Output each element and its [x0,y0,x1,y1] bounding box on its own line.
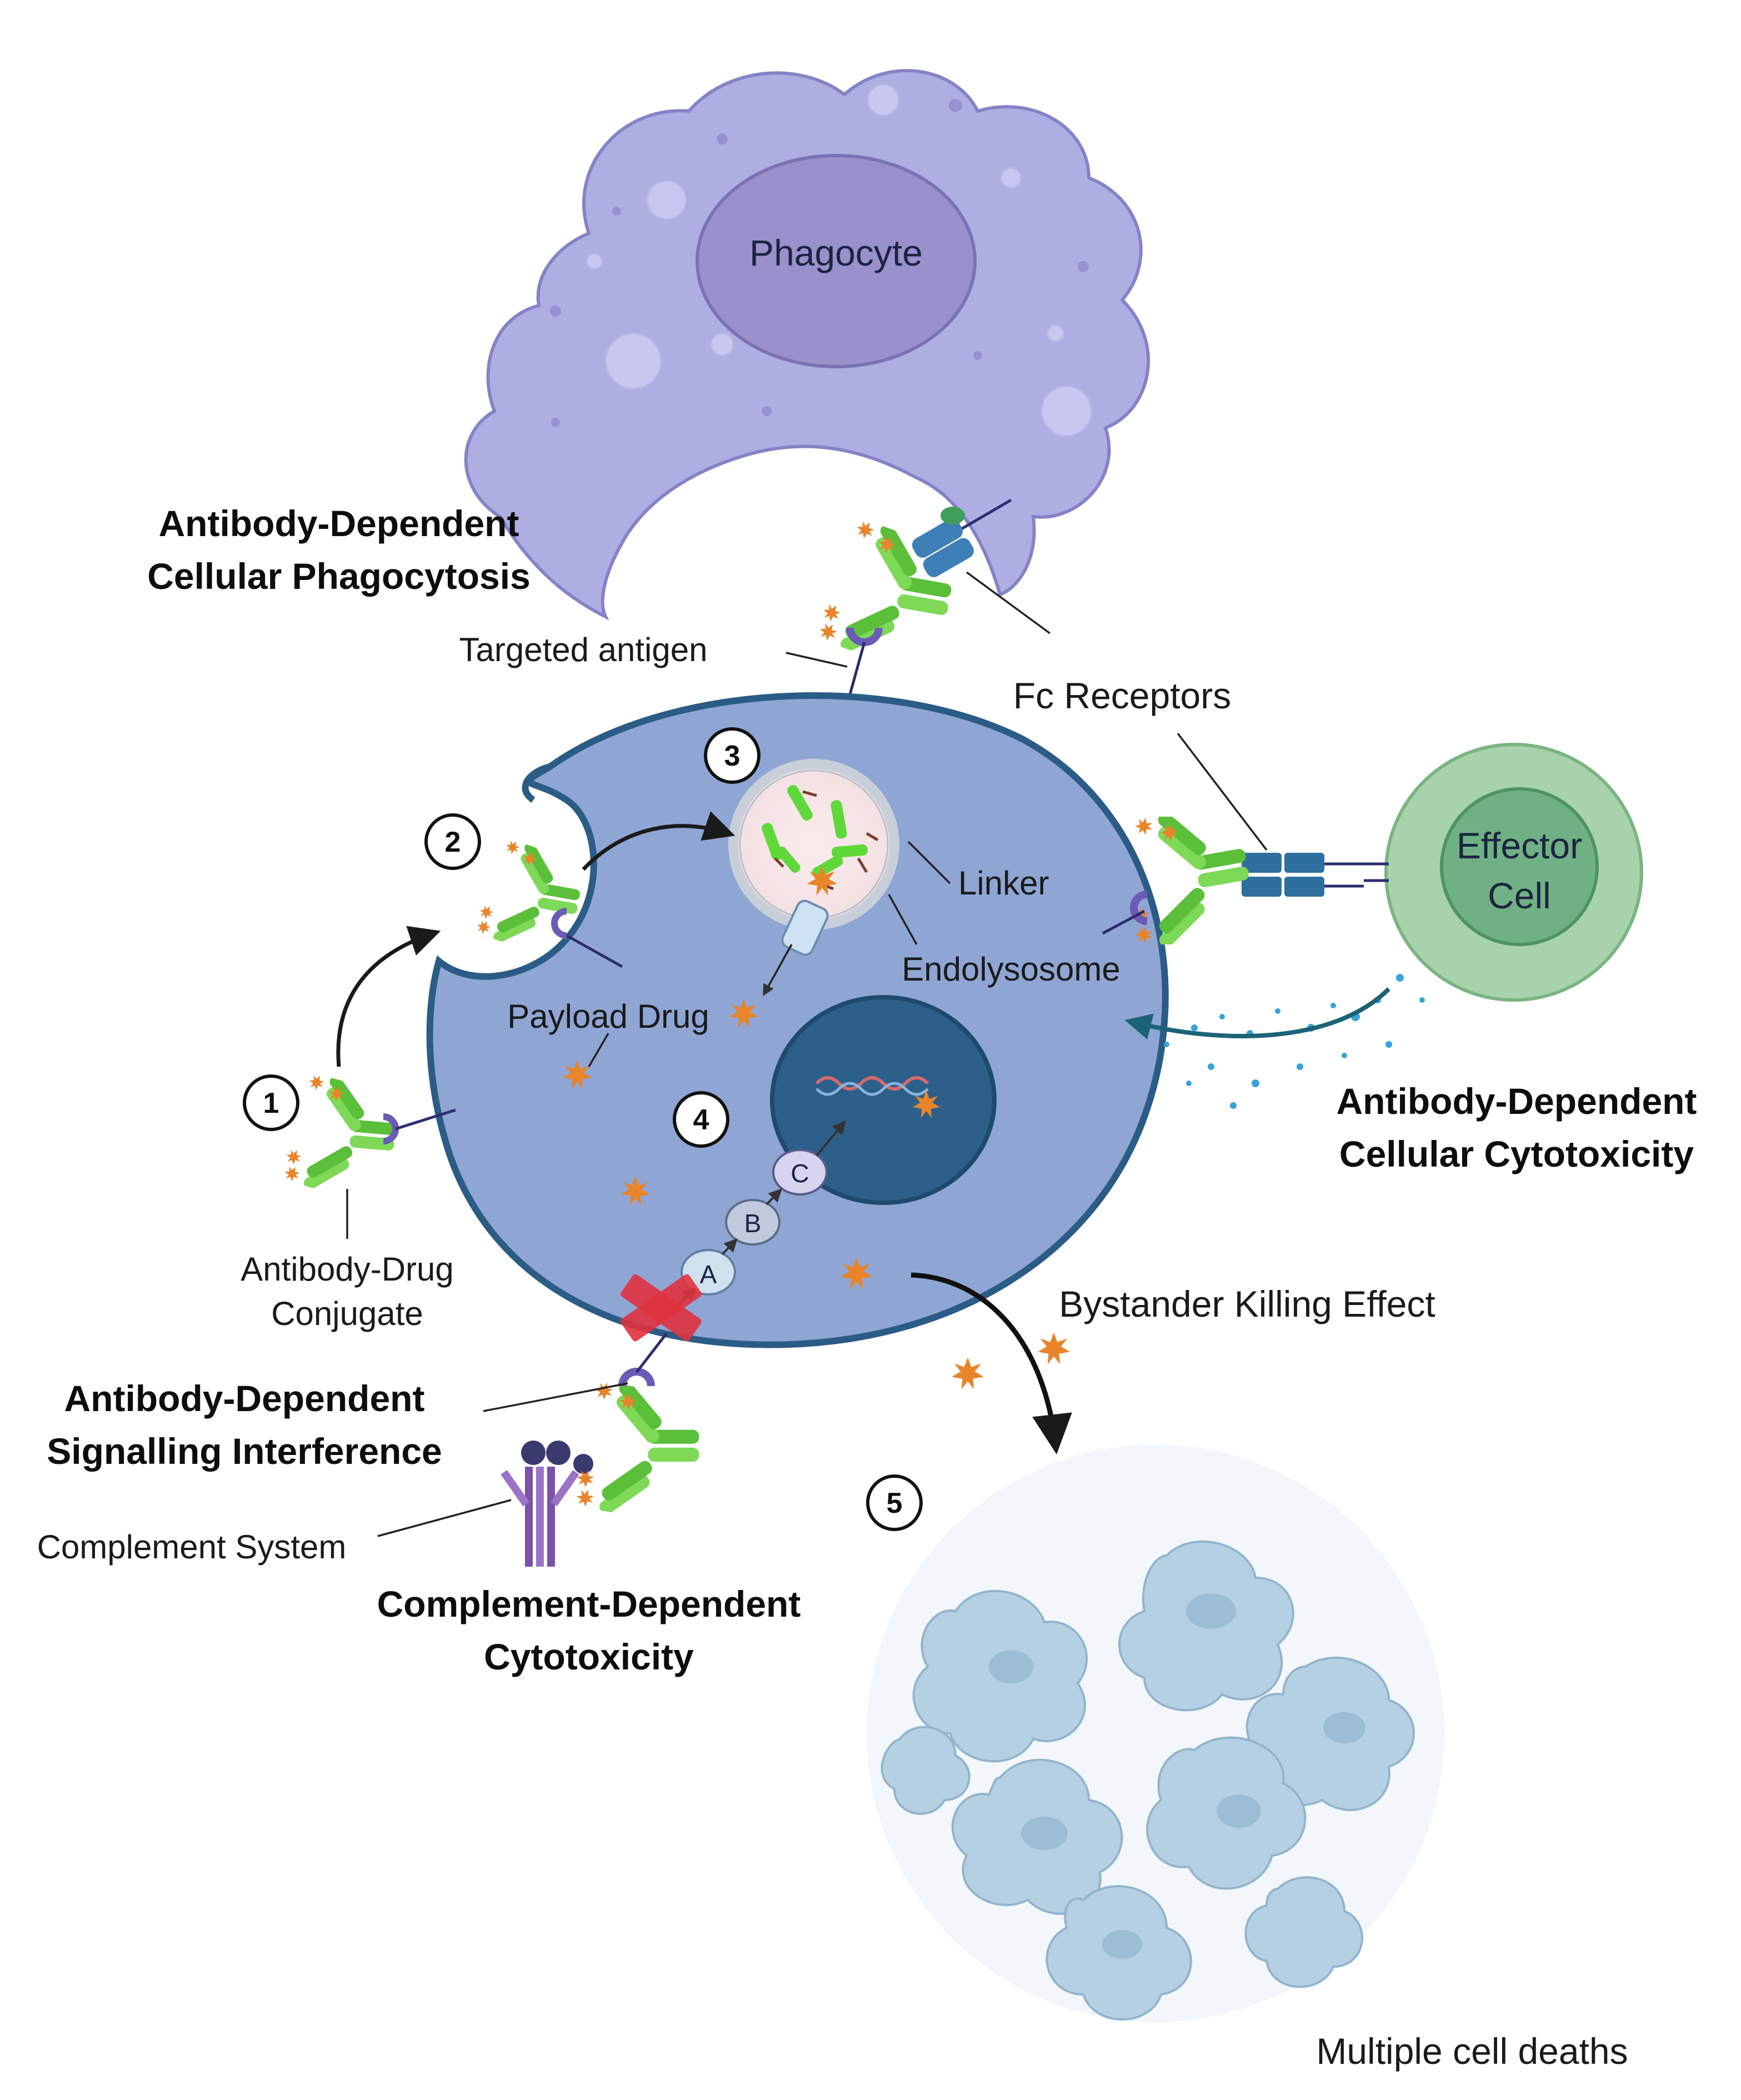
leader-lines [346,571,1268,1537]
block-x-icon [621,1274,702,1342]
label-complement-system: Complement System [37,1528,347,1566]
adcc-antigen [1102,891,1148,935]
effector-fc-receptor [1242,853,1389,897]
pathway-node-a: A [681,1249,736,1296]
phagocyte-granules [550,99,1089,427]
phagocyte-nucleus [696,154,977,368]
cytotoxic-granules [1164,974,1425,1109]
svg-text:1: 1 [263,1087,279,1119]
step-1: 1 [243,1074,299,1131]
step-2: 2 [424,813,481,870]
svg-text:5: 5 [887,1487,903,1519]
svg-text:A: A [700,1260,717,1289]
bystander-arrow [910,1272,1072,1454]
svg-text:Cellular Phagocytosis: Cellular Phagocytosis [147,556,531,597]
label-multiple-deaths: Multiple cell deaths [1316,2031,1628,2072]
label-payload-drug: Payload Drug [507,998,709,1035]
svg-text:3: 3 [724,740,741,772]
svg-text:Cytotoxicity: Cytotoxicity [484,1636,694,1677]
label-targeted-antigen: Targeted antigen [459,631,707,668]
tumor-nucleus [770,995,997,1205]
svg-text:4: 4 [693,1104,709,1136]
trafficking-arrow [582,811,736,871]
phagocyte-label: Phagocyte [749,232,923,273]
svg-text:Cellular Cytotoxicity: Cellular Cytotoxicity [1339,1133,1694,1174]
dead-cells [867,1444,1444,2022]
endolysosome [728,759,899,956]
release-arrow [763,944,793,997]
step-3: 3 [704,727,761,784]
pathway-node-b: B [725,1199,781,1246]
adc-cdc [571,1373,711,1531]
cdc-antigen [618,1332,668,1387]
label-fc-receptors: Fc Receptors [1013,675,1231,716]
svg-text:Conjugate: Conjugate [271,1295,423,1332]
phagocyte-vesicles [586,83,1093,437]
tumor-cell-body [426,692,1169,1348]
svg-text:Antibody-Dependent: Antibody-Dependent [159,503,519,544]
label-adsi: Antibody-Dependent Signalling Interferen… [47,1378,442,1472]
label-linker: Linker [958,864,1049,902]
phagocyte: Phagocyte [464,69,1150,621]
tumor-cell [426,692,1169,1348]
internalization-arrow [336,926,441,1067]
adc-free-antigen [383,1108,456,1144]
effector-label-2: Cell [1488,875,1551,916]
complement-protein [501,1441,593,1567]
label-bystander: Bystander Killing Effect [1059,1283,1435,1324]
phagocyte-fc-receptor [912,498,1012,577]
svg-text:Signalling Interference: Signalling Interference [47,1431,442,1472]
targeted-antigen [846,627,883,695]
svg-text:B: B [744,1209,762,1238]
label-adcp: Antibody-Dependent Cellular Phagocytosis [147,503,531,597]
svg-text:Antibody-Dependent: Antibody-Dependent [64,1378,425,1419]
adcc-arrow [1124,987,1390,1040]
pathway-node-c: C [772,1149,828,1196]
svg-text:Complement-Dependent: Complement-Dependent [377,1583,801,1624]
pocket-antigen [551,908,623,968]
svg-text:2: 2 [445,826,461,858]
label-adcc: Antibody-Dependent Cellular Cytotoxicity [1337,1081,1697,1174]
step-5: 5 [866,1474,923,1531]
svg-text:Antibody-Drug: Antibody-Drug [241,1251,454,1288]
svg-text:Antibody-Dependent: Antibody-Dependent [1337,1081,1697,1122]
effector-label-1: Effector [1457,825,1582,866]
label-cdc: Complement-Dependent Cytotoxicity [377,1583,801,1677]
step-4: 4 [673,1091,729,1148]
label-endolysosome: Endolysosome [902,951,1120,988]
effector-cell: Effector Cell [1384,743,1643,1002]
svg-text:C: C [791,1159,809,1188]
label-adc: Antibody-Drug Conjugate [241,1251,454,1332]
signalling-cascade: A B C [671,1120,846,1312]
dna-icon [815,1076,929,1091]
